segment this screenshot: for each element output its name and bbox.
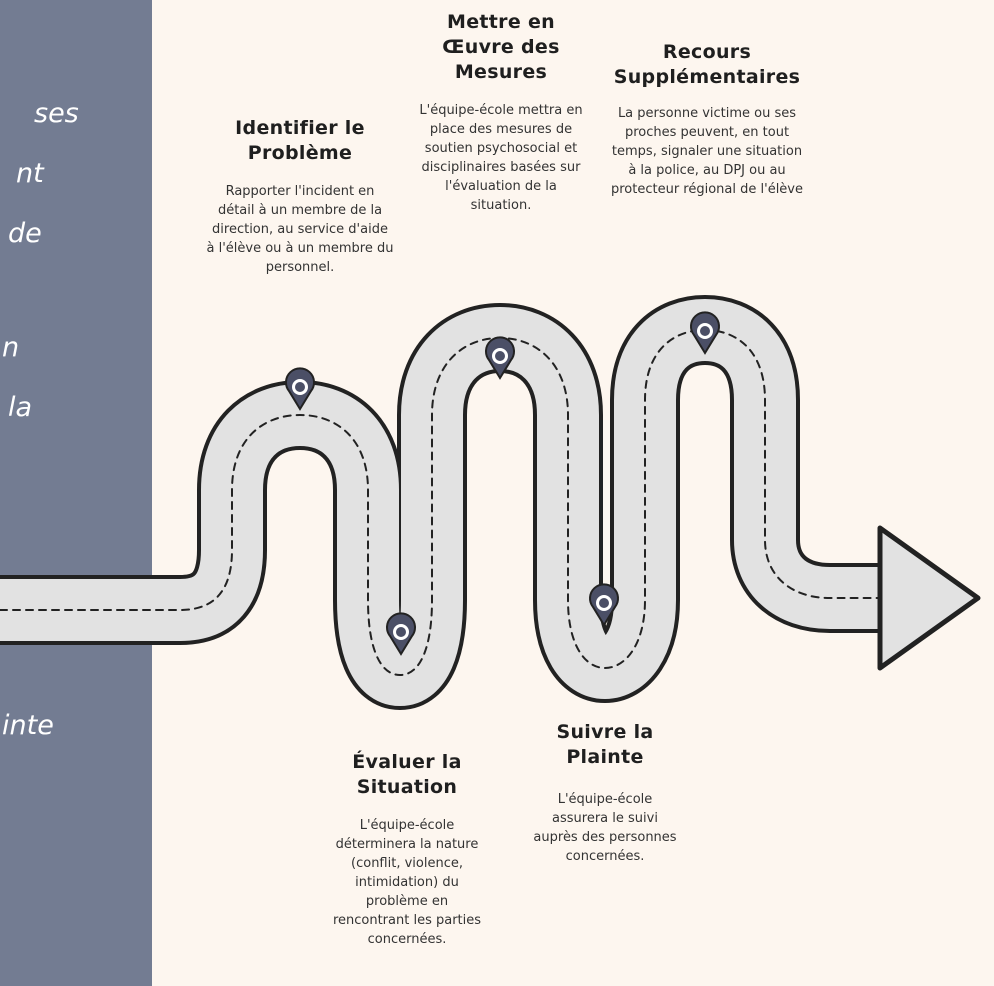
side-text-fragment: nt — [16, 158, 44, 189]
side-text-fragment: inte — [2, 710, 54, 741]
step-title: Mettre en Œuvre des Mesures — [442, 11, 560, 83]
side-text-fragment: n — [2, 332, 20, 363]
map-pin-icon — [285, 367, 315, 411]
step-description: L'équipe-école déterminera la nature (co… — [332, 818, 482, 947]
map-pin-icon — [485, 336, 515, 380]
side-text-fragment: ses — [34, 98, 79, 129]
map-pin-icon — [386, 612, 416, 656]
step-title: Recours Supplémentaires — [613, 41, 801, 88]
step-title: Suivre la Plainte — [556, 721, 654, 768]
side-panel: ses nt de n la n inte — [0, 0, 152, 986]
step-title: Évaluer la Situation — [352, 751, 462, 798]
road-arrow-head — [877, 525, 981, 671]
side-text-fragment: la — [8, 392, 33, 423]
map-pin-icon — [589, 583, 619, 627]
step-description: La personne victime ou ses proches peuve… — [610, 106, 803, 197]
step-evaluer-situation: Évaluer la Situation L'équipe-école déte… — [312, 750, 502, 949]
map-pin-icon — [690, 311, 720, 355]
step-description: L'équipe-école mettra en place des mesur… — [419, 103, 583, 213]
step-title: Identifier le Problème — [235, 117, 365, 164]
step-description: Rapporter l'incident en détail à un memb… — [206, 184, 394, 275]
step-identifier-probleme: Identifier le Problème Rapporter l'incid… — [200, 116, 400, 277]
step-suivre-plainte: Suivre la Plainte L'équipe-école assurer… — [510, 720, 700, 866]
step-mettre-en-oeuvre: Mettre en Œuvre des Mesures L'équipe-éco… — [408, 10, 594, 215]
side-text-fragment: de — [8, 218, 42, 249]
step-recours-supplementaires: Recours Supplémentaires La personne vict… — [596, 40, 818, 199]
step-description: L'équipe-école assurera le suivi auprès … — [533, 792, 677, 864]
